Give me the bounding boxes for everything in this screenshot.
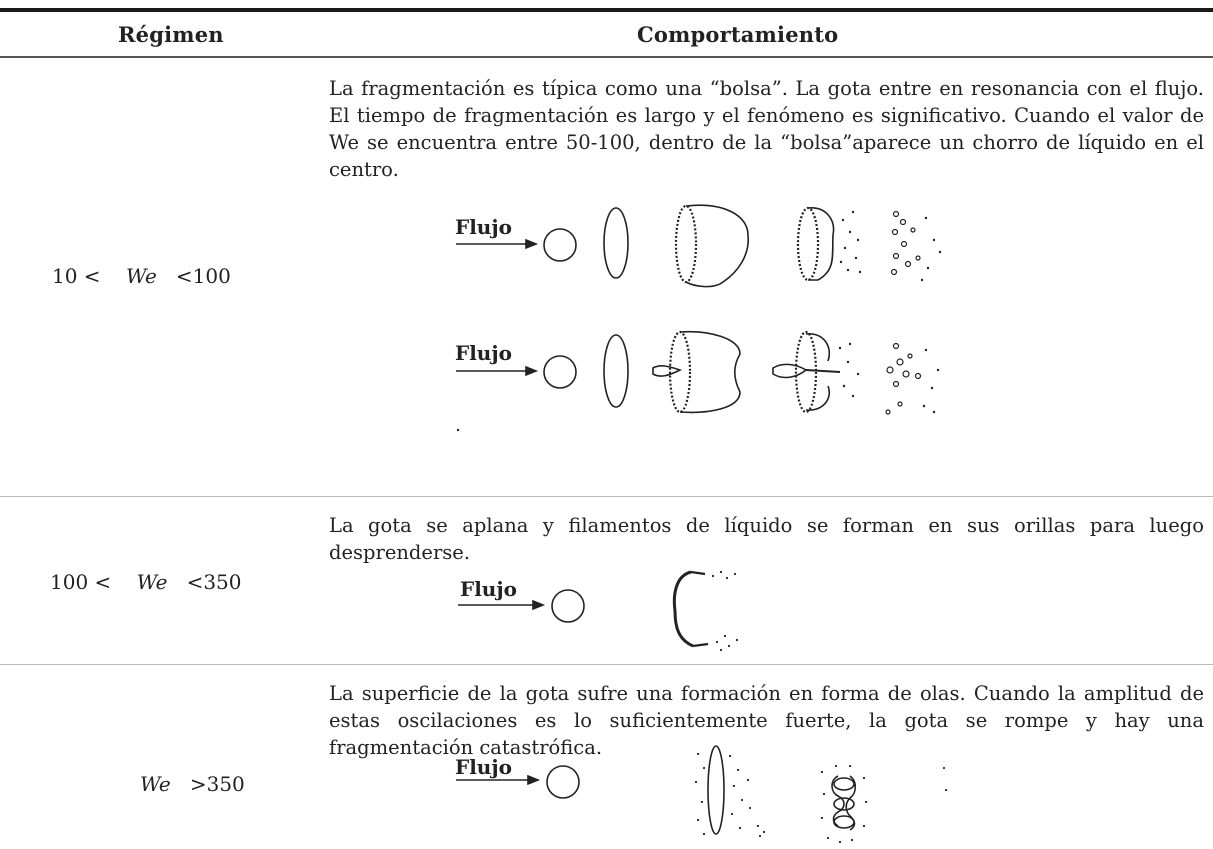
regime-row-1: 10 < We <100 (52, 264, 231, 288)
drop-circle (546, 765, 580, 799)
row-separator (0, 496, 1213, 497)
header-regime: Régimen (118, 22, 224, 47)
regime-high: >350 (189, 772, 245, 796)
header-rule (0, 56, 1213, 58)
flow-label: Flujo (455, 341, 512, 365)
flow-label: Flujo (460, 577, 517, 601)
row-separator (0, 664, 1213, 665)
bag-stamen-breakup-sketch (456, 330, 940, 432)
bag-shape (679, 330, 741, 414)
bursting-bag (807, 207, 835, 281)
regime-low: 100 < (50, 570, 112, 594)
regime-row-2: 100 < We <350 (50, 570, 242, 594)
weber-symbol: We (126, 264, 157, 288)
bursting-bag-rim (794, 330, 818, 414)
wave-coil (831, 775, 845, 827)
bursting-bag (805, 333, 830, 411)
regime-high: <100 (175, 264, 231, 288)
description-row-1: La fragmentación es típica como una “bol… (329, 77, 1204, 181)
flow-arrow-head (525, 238, 539, 250)
description-row-3: La superficie de la gota sufre una forma… (329, 682, 1204, 759)
catastrophic-breakup-sketch (456, 745, 948, 844)
weber-symbol: We (140, 772, 171, 796)
jet-stamen (772, 363, 808, 379)
weber-symbol: We (136, 570, 168, 594)
flattened-drop (603, 334, 629, 408)
bag-rim (674, 204, 698, 284)
flattened-drop (672, 570, 694, 648)
flow-label: Flujo (455, 755, 512, 779)
header-behavior: Comportamiento (637, 22, 839, 47)
wavy-disc (707, 745, 725, 835)
stamen-filament (805, 369, 841, 373)
flattened-drop (603, 207, 629, 279)
flow-arrow-head (527, 774, 541, 786)
regime-low: 10 < (52, 264, 101, 288)
description-row-2: La gota se aplana y filamentos de líquid… (329, 514, 1204, 564)
bag-shape (685, 204, 749, 288)
drop-circle (543, 355, 577, 389)
drop-circle (551, 589, 585, 623)
table-top-rule (0, 8, 1213, 12)
stripping-breakup-sketch (458, 570, 739, 652)
regime-high: <350 (186, 570, 242, 594)
flow-label: Flujo (455, 215, 512, 239)
central-jet (652, 365, 683, 377)
bursting-bag-rim (796, 206, 820, 282)
flow-arrow-head (532, 599, 546, 611)
regime-row-3: We >350 (140, 772, 245, 796)
bag-rim (668, 330, 692, 414)
flow-arrow-head (525, 365, 539, 377)
drop-circle (543, 228, 577, 262)
bag-breakup-sketch (456, 204, 942, 288)
